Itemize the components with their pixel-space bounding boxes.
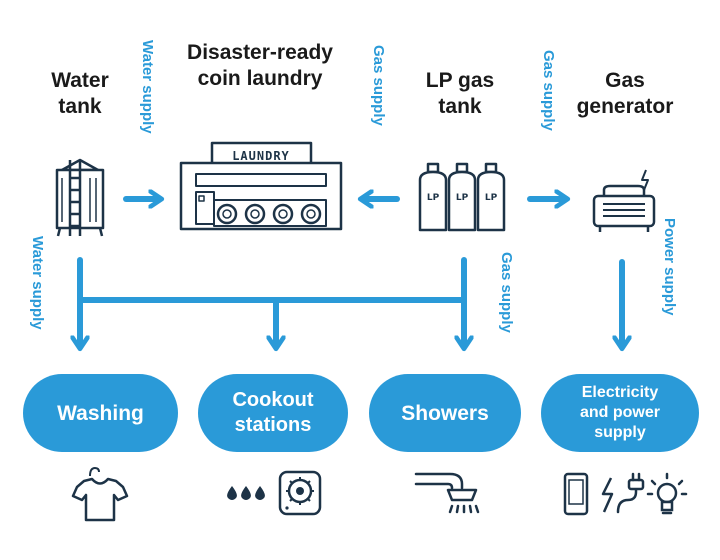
lp-tank-2-label: LP (456, 193, 469, 203)
water-tank-title: Water tank (51, 69, 109, 118)
lp-gas-tanks-icon (418, 162, 506, 232)
laundry-sign-text: LAUNDRY (232, 149, 290, 163)
flow-label-gas-to-generator: Gas supply (540, 50, 557, 131)
flow-label-water-down: Water supply (29, 236, 46, 330)
t-shirt-icon (71, 467, 129, 522)
shower-icon (414, 472, 480, 514)
water-tank-icon (55, 158, 105, 237)
lp-gas-tank-title: LP gas tank (425, 69, 495, 118)
laundry-building-icon (179, 141, 343, 231)
gas-generator-icon (592, 169, 656, 232)
cookout-stations-label: Cookout stations (232, 389, 314, 436)
gas-generator-title: Gas generator (576, 69, 674, 118)
water-drops-icon (227, 486, 265, 500)
showers-label: Showers (401, 401, 489, 425)
plug-icon (616, 472, 645, 514)
flow-label-water-to-laundry: Water supply (139, 40, 156, 134)
laundry-title: Disaster-ready coin laundry (187, 41, 333, 90)
flow-label-gas-down: Gas supply (498, 252, 515, 333)
smartphone-icon (563, 472, 589, 516)
showers-pill: Showers (369, 374, 521, 452)
lp-tank-1-label: LP (427, 193, 440, 203)
lightning-icon (601, 477, 614, 513)
flow-label-gas-to-laundry: Gas supply (370, 45, 387, 126)
washing-pill: Washing (23, 374, 178, 452)
lp-tank-3-label: LP (485, 193, 498, 203)
electricity-pill: Electricity and power supply (541, 374, 699, 452)
cookout-stations-pill: Cookout stations (198, 374, 348, 452)
washing-label: Washing (57, 401, 144, 425)
light-bulb-icon (646, 472, 688, 515)
stove-icon (278, 470, 322, 516)
flow-arrows (80, 199, 622, 345)
flow-label-power-down: Power supply (661, 218, 678, 316)
electricity-label: Electricity and power supply (579, 384, 660, 441)
